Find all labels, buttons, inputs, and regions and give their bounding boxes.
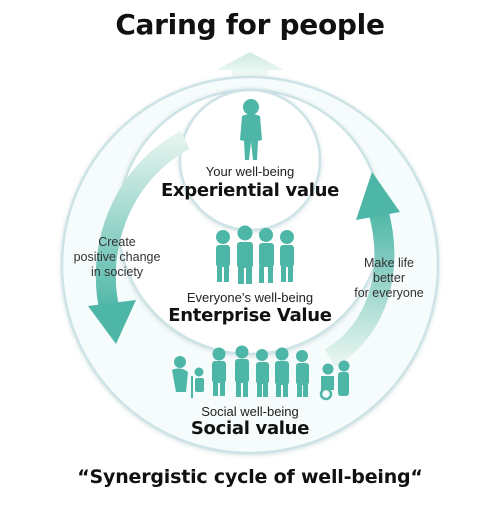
right-arrow-label-line2: better	[373, 271, 405, 285]
diagram-title: Caring for people	[115, 8, 385, 41]
left-arrow-label-line3: in society	[90, 265, 144, 279]
enterprise-heading: Enterprise Value	[168, 305, 332, 326]
left-arrow-label: Create positive change in society	[62, 235, 172, 280]
left-arrow-label-line1: Create	[98, 235, 136, 249]
enterprise-subtitle: Everyone’s well-being	[186, 290, 314, 305]
right-arrow-label: Make life better for everyone	[336, 256, 442, 301]
diagram-caption: “Synergistic cycle of well-being“	[77, 466, 423, 488]
left-cycle-arrow	[88, 131, 190, 344]
community-people-icon	[172, 345, 350, 401]
right-arrow-label-line3: for everyone	[354, 286, 424, 300]
left-arrow-label-line2: positive change	[73, 250, 161, 264]
group-of-people-icon	[216, 225, 294, 284]
experiential-heading: Experiential value	[160, 180, 340, 201]
right-arrow-label-line1: Make life	[363, 256, 415, 270]
right-cycle-arrow	[324, 172, 400, 367]
social-heading: Social value	[190, 418, 310, 439]
experiential-subtitle: Your well-being	[205, 164, 295, 179]
upward-arrow	[216, 52, 284, 84]
social-subtitle: Social well-being	[201, 404, 299, 419]
person-silhouette-icon	[240, 99, 262, 160]
